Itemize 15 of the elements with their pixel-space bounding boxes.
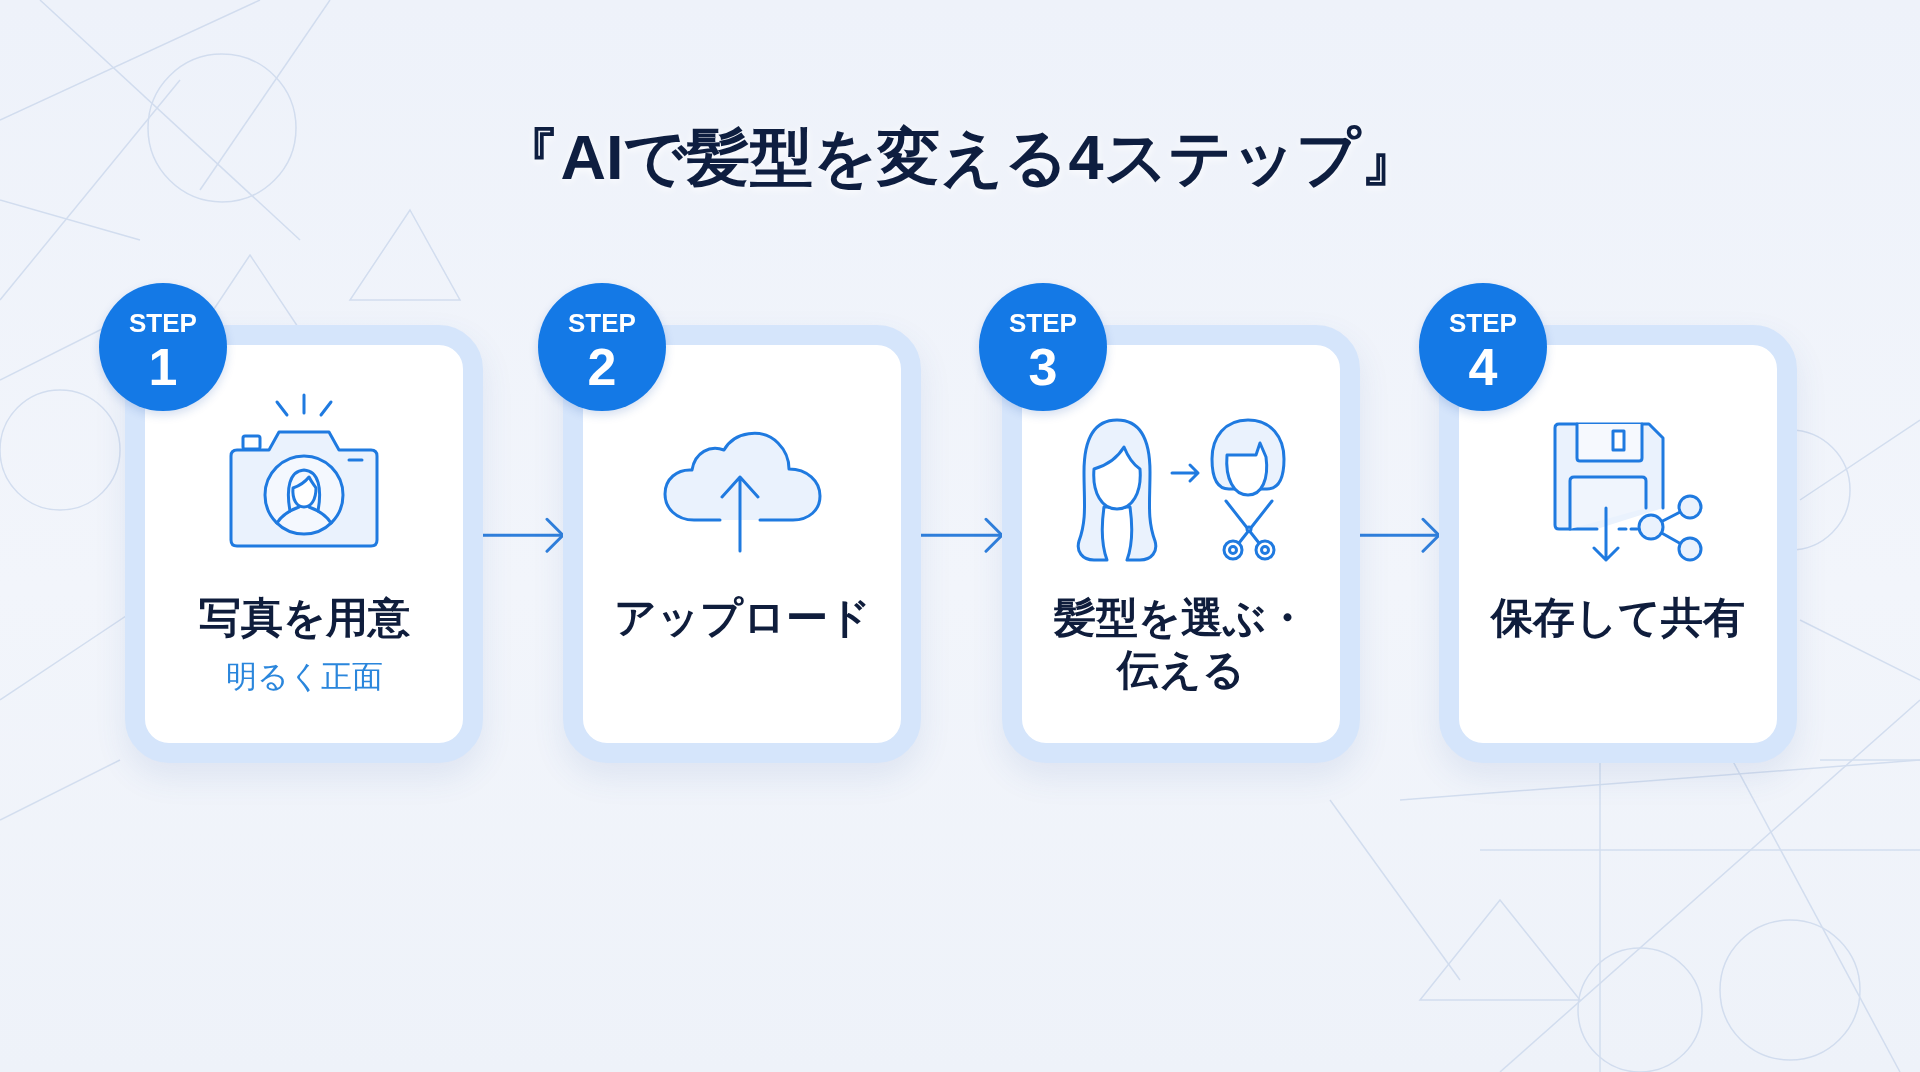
step-title: アップロード xyxy=(613,592,871,644)
badge-label: STEP xyxy=(568,309,636,337)
step-number: 1 xyxy=(148,341,178,393)
title: 『AIで髪型を変える4ステップ』 xyxy=(497,121,1423,194)
badge-label: STEP xyxy=(1009,309,1077,337)
step-number: 2 xyxy=(587,341,617,393)
step-number: 4 xyxy=(1468,341,1498,393)
step-subtitle: 明るく正面 xyxy=(225,657,383,696)
step-badge xyxy=(99,283,227,411)
badge-label: STEP xyxy=(1449,309,1517,337)
step-title: 髪型を選ぶ・伝える xyxy=(1053,592,1309,696)
step-number: 3 xyxy=(1028,341,1058,393)
badge-label: STEP xyxy=(129,309,197,337)
step-title: 保存して共有 xyxy=(1491,592,1745,644)
step-title: 写真を用意 xyxy=(198,592,410,644)
